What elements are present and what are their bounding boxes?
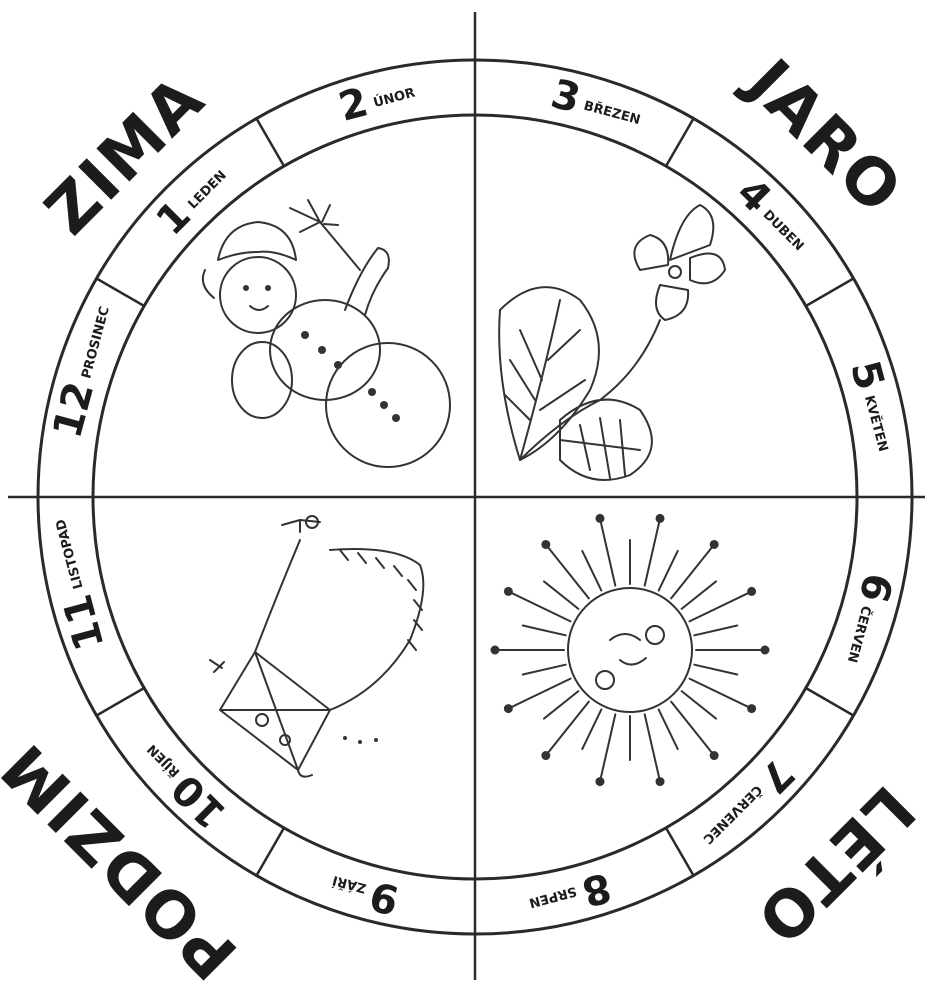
sun-ray-dot	[710, 751, 719, 760]
violet-flower-icon	[499, 205, 725, 480]
month-number: 3	[546, 71, 585, 123]
season-labels: ZIMA JARO LÉTO PODZIM	[0, 43, 929, 987]
month-name: ČERVEN	[844, 604, 875, 664]
month-divider	[666, 119, 694, 167]
month-number: 8	[577, 863, 616, 915]
month-name: ÚNOR	[372, 85, 417, 111]
sun-ray	[544, 581, 578, 608]
month-name: LISTOPAD	[53, 517, 86, 590]
sun-ray-dot	[656, 777, 665, 786]
sun-ray	[600, 714, 615, 781]
season-label-autumn: PODZIM	[0, 728, 252, 987]
sun-icon	[491, 514, 770, 786]
month-name: ŘÍJEN	[144, 741, 183, 780]
month-name: ZÁŘÍ	[331, 872, 368, 896]
sun-ray	[694, 665, 737, 675]
month-number: 9	[365, 871, 404, 923]
sun-ray-dot	[710, 540, 719, 549]
sun-ray	[582, 551, 601, 591]
sun-ray-dot	[504, 587, 513, 596]
sun-ray	[582, 709, 601, 749]
sun-ray-dot	[541, 751, 550, 760]
sun-ray	[694, 626, 737, 636]
sun-ray-dot	[504, 704, 513, 713]
sun-ray	[645, 714, 660, 781]
sun-ray	[659, 551, 678, 591]
sun-ray	[682, 691, 716, 718]
sun-ray-dot	[595, 777, 604, 786]
sun-ray	[600, 518, 615, 585]
sun-ray-dot	[595, 514, 604, 523]
month-divider	[257, 828, 285, 876]
sun-ray-dot	[491, 646, 500, 655]
month-number: 2	[334, 79, 373, 131]
sun-ray	[523, 626, 566, 636]
season-label-summer: LÉTO	[741, 771, 929, 959]
month-number: 6	[849, 568, 901, 607]
month-name: SRPEN	[527, 883, 578, 910]
sun-ray	[645, 518, 660, 585]
sun-ray	[523, 665, 566, 675]
month-divider	[257, 119, 285, 167]
kite-icon	[210, 516, 423, 777]
snowman-icon	[203, 200, 450, 467]
sun-ray	[659, 709, 678, 749]
sun-ray-dot	[747, 587, 756, 596]
month-divider	[97, 279, 145, 307]
sun-ray	[544, 691, 578, 718]
month-divider	[806, 688, 854, 716]
month-name: KVĚTEN	[861, 394, 891, 454]
sun-ray-dot	[761, 646, 770, 655]
month-name: LEDEN	[185, 168, 229, 212]
month-number: 5	[841, 356, 893, 395]
sun-ray	[682, 581, 716, 608]
sun-ray-dot	[656, 514, 665, 523]
month-name: DUBEN	[760, 207, 807, 254]
month-name: BŘEZEN	[582, 98, 642, 128]
sun-ray-dot	[541, 540, 550, 549]
month-divider	[806, 279, 854, 307]
month-divider	[666, 828, 694, 876]
month-divider	[97, 688, 145, 716]
sun-ray-dot	[747, 704, 756, 713]
month-name: ČERVENEC	[700, 782, 766, 848]
month-name: PROSINEC	[79, 305, 113, 380]
